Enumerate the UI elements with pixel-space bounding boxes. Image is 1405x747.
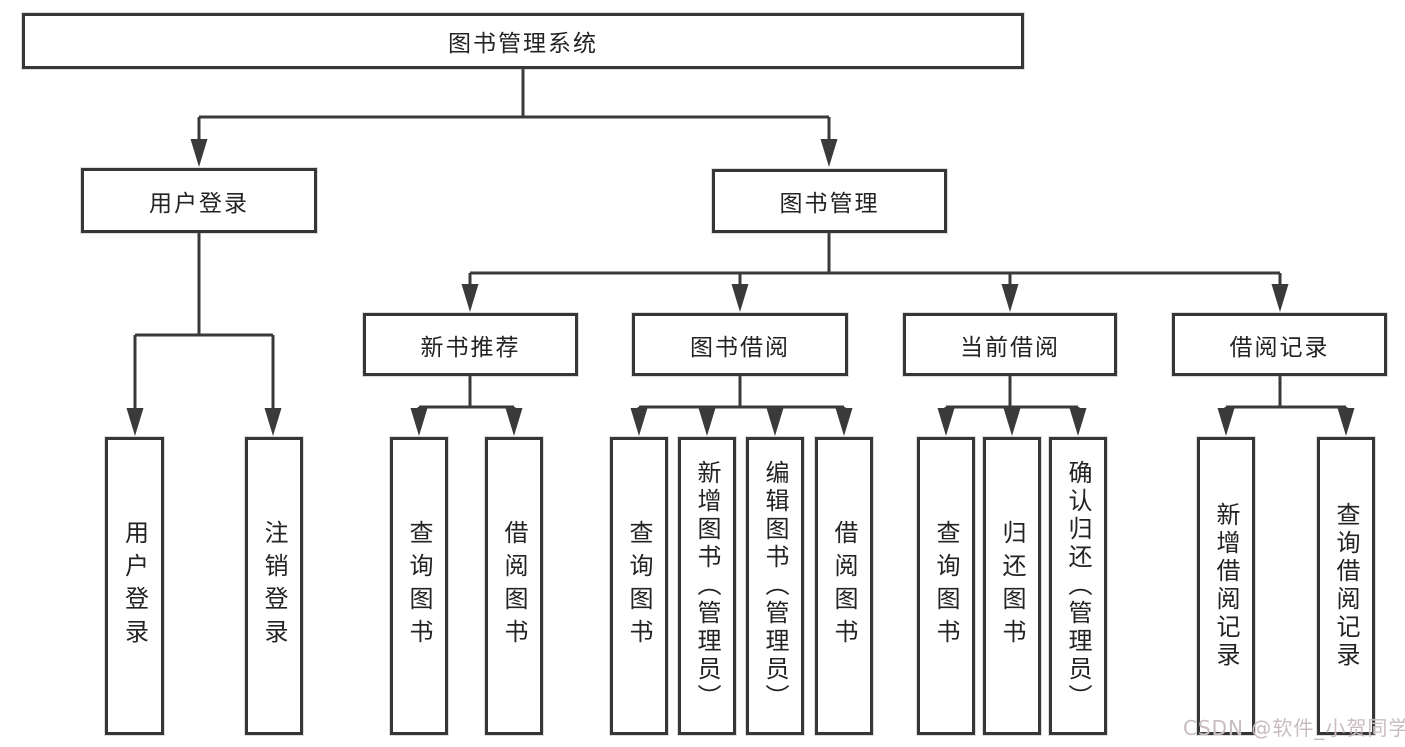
leaf-records-add-borrow-record: 新增借阅记录: [1197, 437, 1255, 735]
node-current-borrowing-label: 当前借阅: [960, 334, 1060, 361]
node-borrow-records-label: 借阅记录: [1229, 334, 1330, 361]
node-user-login-branch: 用户登录: [81, 168, 317, 233]
leaf-recommend-query-books: 查询图书: [390, 437, 448, 735]
leaf-borrowing-add-books-admin: 新增图书（管理员）: [678, 437, 736, 735]
leaf-current-confirm-return-admin: 确认归还（管理员）: [1049, 437, 1107, 735]
leaf-current-query-books: 查询图书: [917, 437, 975, 735]
leaf-records-query-borrow-record: 查询借阅记录: [1317, 437, 1375, 735]
node-book-management-branch-label: 图书管理: [779, 191, 880, 217]
node-book-management-branch: 图书管理: [712, 169, 947, 233]
csdn-watermark: CSDN @软件_小贺同学: [1183, 716, 1405, 740]
leaf-borrowing-edit-books-admin: 编辑图书（管理员）: [746, 437, 804, 735]
node-current-borrowing: 当前借阅: [903, 313, 1117, 376]
node-user-login-branch-label: 用户登录: [149, 190, 249, 217]
node-book-borrowing: 图书借阅: [632, 313, 848, 376]
leaf-logout: 注销登录: [245, 437, 303, 735]
leaf-borrowing-query-books: 查询图书: [610, 437, 668, 735]
node-root: 图书管理系统: [22, 13, 1024, 69]
node-borrow-records: 借阅记录: [1172, 313, 1387, 376]
node-root-label: 图书管理系统: [448, 31, 598, 57]
leaf-recommend-borrow-books: 借阅图书: [485, 437, 543, 735]
leaf-borrowing-borrow-books: 借阅图书: [815, 437, 873, 735]
node-book-borrowing-label: 图书借阅: [690, 334, 790, 361]
leaf-current-return-books: 归还图书: [983, 437, 1041, 735]
leaf-user-login: 用户登录: [105, 437, 164, 735]
node-new-book-recommend: 新书推荐: [363, 313, 578, 376]
node-new-book-recommend-label: 新书推荐: [420, 334, 521, 361]
